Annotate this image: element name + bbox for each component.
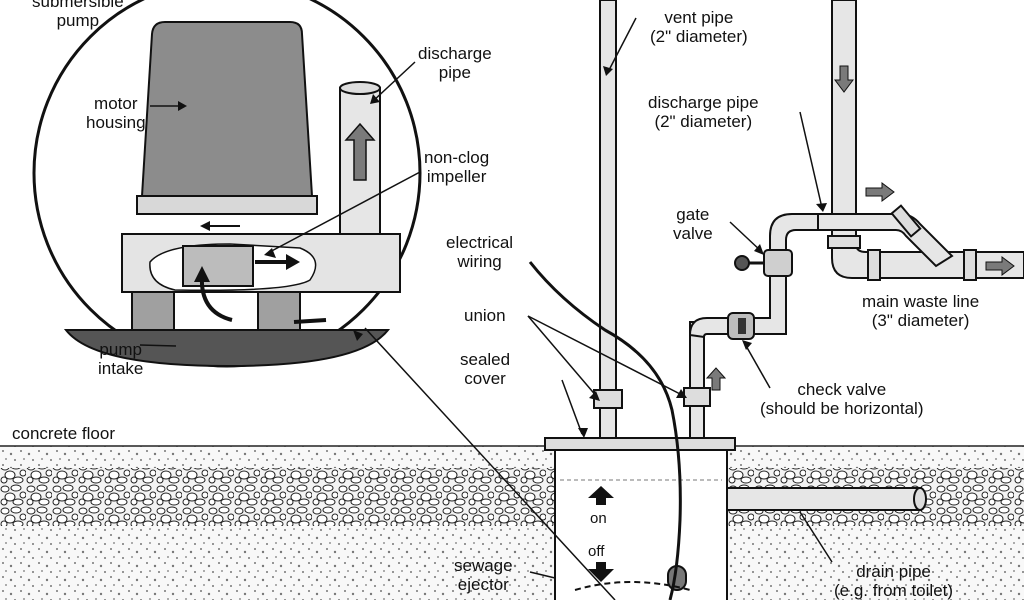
electrical-wire (528, 261, 682, 600)
main-waste-line-line1: main waste line (862, 292, 980, 311)
sealed-cover (544, 437, 736, 451)
impeller-rotation-head (200, 221, 210, 231)
label-gate-valve: gate valve (673, 205, 713, 243)
check-valve-line1: check valve (797, 380, 887, 399)
discharge-union (683, 387, 711, 407)
on-arrow (588, 486, 614, 505)
inset-pump (63, 21, 401, 368)
inset-pipe-top (339, 81, 381, 95)
impeller (182, 245, 254, 287)
sewage-ejector-line1: sewage (454, 556, 513, 575)
label-union: union (464, 306, 506, 325)
label-pump-intake: pump intake (98, 340, 143, 378)
waste-flow-arrow (985, 256, 1015, 276)
label-non-clog-impeller: non-clog impeller (424, 148, 489, 186)
label-sealed-cover: sealed cover (460, 350, 510, 388)
off-arrow (588, 562, 614, 582)
label-on: on (590, 509, 607, 528)
leader-lines (139, 17, 833, 600)
label-vent-pipe: vent pipe (2" diameter) (650, 8, 748, 46)
label-electrical-wiring: electrical wiring (446, 233, 513, 271)
check-valve-bolt (738, 318, 746, 334)
electrical-wiring-line1: electrical (446, 233, 514, 252)
intake-flow-head (194, 266, 210, 282)
submersible-pump-line2: pump (56, 11, 100, 30)
drain-pipe-line1: drain pipe (856, 562, 931, 581)
waste-collar-2 (963, 249, 977, 281)
housing-plate (136, 195, 318, 215)
pump-leg-left (131, 291, 175, 333)
stack-flow-arrow (834, 65, 854, 93)
intake-line (293, 318, 327, 324)
leader-heads (178, 66, 827, 438)
submersible-pump-line1: submersible (32, 0, 124, 11)
label-check-valve: check valve (should be horizontal) (760, 380, 923, 418)
non-clog-impeller-line1: non-clog (424, 148, 490, 167)
drain-pipe (726, 487, 922, 511)
wye-collar (890, 204, 922, 238)
main-stack (831, 0, 857, 251)
sealed-cover-line1: sealed (460, 350, 511, 369)
label-discharge-pipe-main: discharge pipe (2" diameter) (648, 93, 759, 131)
discharge-pipe-inset-line1: discharge (418, 44, 492, 63)
pump-intake-line2: intake (98, 359, 144, 378)
motor-housing-line1: motor (94, 94, 138, 113)
gate-valve-handle (734, 255, 750, 271)
gate-valve-body (763, 249, 793, 277)
concrete-floor-layer (0, 446, 1024, 468)
inset-base-dark (63, 329, 391, 368)
pump-leg-right (257, 291, 301, 333)
vent-pipe (599, 0, 617, 447)
label-concrete-floor: concrete floor (12, 424, 115, 443)
drain-pipe-line2: (e.g. from toilet) (834, 581, 954, 600)
check-valve-line2: (should be horizontal) (760, 399, 924, 418)
motor-housing-shape (140, 21, 314, 197)
gate-valve-line1: gate (676, 205, 710, 224)
label-discharge-pipe-inset: discharge pipe (418, 44, 492, 82)
stack-collar (827, 235, 861, 249)
label-sewage-ejector: sewage ejector (454, 556, 513, 594)
union-text: union (464, 306, 506, 325)
pump-top-dashed (574, 581, 691, 591)
on-text: on (590, 510, 607, 527)
flow-out-head (286, 254, 300, 270)
main-waste-line-line2: (3" diameter) (871, 311, 970, 330)
pump-intake-line1: pump (99, 340, 142, 359)
non-clog-impeller-line2: impeller (426, 167, 487, 186)
off-text: off (588, 543, 605, 560)
vent-pipe-line2: (2" diameter) (650, 27, 748, 46)
sealed-cover-line2: cover (464, 369, 506, 388)
branch-flow-arrow (865, 182, 895, 202)
discharge-flow-arrow (705, 367, 727, 391)
vent-pipe-line1: vent pipe (664, 8, 734, 27)
drain-pipe-end (913, 487, 927, 511)
discharge-pipe-main-line2: (2" diameter) (654, 112, 753, 131)
gate-valve-line2: valve (673, 224, 713, 243)
label-motor-housing: motor housing (86, 94, 146, 132)
waste-collar-1 (867, 249, 881, 281)
label-main-waste-line: main waste line (3" diameter) (862, 292, 979, 330)
inset-discharge-arrow (344, 122, 376, 181)
discharge-pipe-inset-line2: pipe (438, 63, 471, 82)
motor-housing-line2: housing (86, 113, 146, 132)
concrete-floor-text: concrete floor (12, 424, 115, 443)
label-submersible-pump: submersible pump (32, 0, 124, 30)
electrical-wiring-line2: wiring (457, 252, 502, 271)
discharge-pipe-main-line1: discharge pipe (648, 93, 759, 112)
sewage-ejector-line2: ejector (457, 575, 509, 594)
label-off: off (588, 542, 604, 561)
soil-layer (0, 526, 1024, 600)
basin (554, 449, 728, 600)
label-drain-pipe: drain pipe (e.g. from toilet) (834, 562, 953, 600)
